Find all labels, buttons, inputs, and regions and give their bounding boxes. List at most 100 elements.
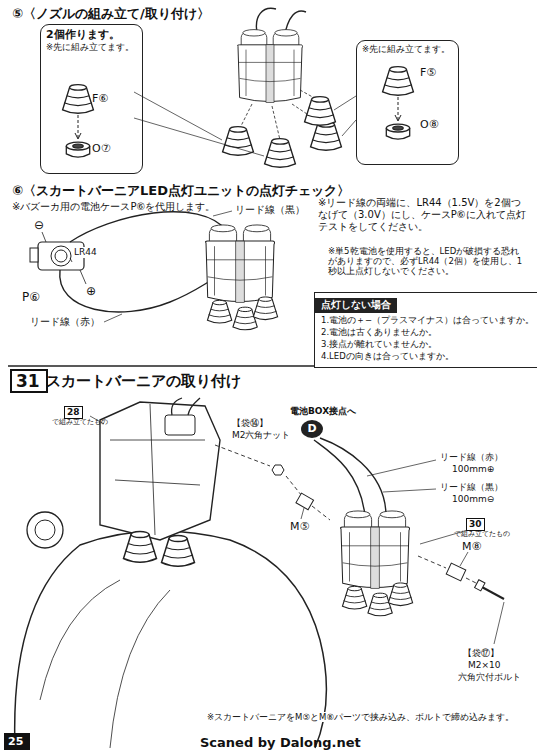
drawing-stroke	[386, 124, 409, 139]
drawing-stroke	[301, 508, 304, 519]
battery-label: LR44	[72, 247, 99, 258]
drawing-stroke	[311, 122, 342, 151]
drawing-stroke	[480, 586, 504, 599]
part-name: M2六角ナット	[232, 430, 291, 441]
wire-label: リード線（赤）	[440, 452, 503, 463]
drawing-stroke	[367, 460, 436, 492]
part-number: F⑤	[420, 66, 436, 79]
drawing-stroke	[35, 520, 55, 540]
drawing-stroke	[30, 248, 38, 262]
warning-text: ※単5乾電池を使用すると、LEDが破損する恐れがありますので、必ずLR44（2個…	[328, 246, 523, 277]
drawing-stroke	[100, 402, 220, 540]
drawing-stroke	[63, 85, 94, 114]
node-heading: 点灯しない場合	[315, 298, 397, 313]
watermark: Scaned by Dalong.net	[200, 735, 361, 751]
node-heading: ※先に組み立てます。	[362, 44, 453, 55]
node-text: 2.電池は古くありませんか。	[315, 327, 537, 339]
node-text: 3.接点が離れていませんか。	[315, 339, 537, 351]
drawing-stroke	[205, 225, 277, 330]
polarity-symbol: ⊖	[34, 218, 44, 232]
drawing-stroke	[213, 211, 232, 216]
reference-box: 28で組み立てたもの	[52, 400, 110, 427]
drawing-stroke	[51, 246, 71, 266]
part-number: F⑥	[92, 92, 108, 105]
connection-circle: D	[301, 420, 323, 438]
node-heading: 28	[64, 406, 83, 419]
drawing-stroke	[162, 536, 195, 567]
drawing-stroke	[70, 258, 72, 262]
node-text: で組み立てたもの	[52, 419, 110, 427]
drawing-stroke	[340, 511, 412, 616]
drawing-stroke	[314, 438, 386, 516]
polarity-symbol: ⊕	[86, 284, 96, 298]
drawing-stroke	[60, 270, 210, 312]
drawing-stroke	[237, 30, 302, 103]
wire-length: 100mm⊖	[452, 494, 494, 505]
node-heading: D	[306, 420, 318, 438]
section-6-art	[30, 211, 278, 330]
drawing-stroke	[172, 398, 200, 415]
drawing-stroke	[124, 532, 157, 563]
drawing-stroke	[446, 563, 466, 581]
part-name: 六角穴付ボルト	[458, 672, 521, 683]
node-text: で組み立てたもの	[454, 531, 512, 539]
part-number: O⑧	[420, 118, 439, 131]
part-number: O⑦	[92, 142, 111, 155]
bag-label: 【袋⑰】	[463, 648, 499, 659]
page-number: 25	[4, 733, 30, 750]
troubleshoot-box: 点灯しない場合 1.電池の＋−（プラスマイナス）は合っていますか。2.電池は古くあ…	[314, 292, 537, 368]
drawing-stroke	[134, 92, 264, 156]
step-number: 31	[10, 369, 48, 393]
drawing-stroke	[165, 415, 195, 435]
part-name: M2×10	[468, 660, 500, 671]
note-text: ※スカートバーニアをM⑤とM⑧パーツで挟み込み、ボルトで締め込みます。	[205, 712, 516, 722]
drawing-stroke	[265, 139, 296, 168]
drawing-stroke	[104, 314, 122, 322]
drawing-stroke	[475, 580, 485, 591]
bag-label: 【袋⑭】	[232, 418, 268, 429]
part-number: M⑤	[290, 520, 309, 533]
assembly-box: 2個作ります。※先に組み立てます。	[40, 24, 143, 174]
drawing-stroke	[296, 493, 314, 510]
node-heading: 2個作ります。	[46, 28, 137, 42]
drawing-stroke	[334, 96, 356, 136]
drawing-stroke	[75, 133, 81, 139]
note-text: ※リード線の両端に、LR44（1.5V）を2個つなげて（3.0V）にし、ケースP…	[318, 197, 526, 233]
drawing-stroke	[78, 115, 79, 138]
wire-length: 100mm⊕	[452, 464, 494, 475]
node-heading: 30	[466, 518, 485, 531]
section-heading: ⑥〈スカートバーニアLED点灯ユニットの点灯チェック〉	[12, 183, 350, 199]
wire-destination: 電池BOX接点へ	[290, 406, 356, 417]
drawing-stroke	[272, 465, 284, 475]
drawing-stroke	[70, 212, 228, 242]
reference-box: 30で組み立てたもの	[454, 512, 512, 539]
drawing-stroke	[223, 127, 254, 156]
assembly-box: ※先に組み立てます。	[356, 40, 459, 165]
node-heading: 31	[16, 371, 42, 391]
section-31-art	[8, 366, 530, 748]
drawing-stroke	[27, 512, 63, 548]
drawing-stroke	[494, 602, 504, 644]
node-text: 1.電池の＋−（プラスマイナス）は合っていますか。	[315, 315, 537, 327]
wire-label: リード線（黒）	[235, 204, 305, 216]
drawing-stroke	[460, 552, 468, 566]
node-heading: 25	[8, 735, 26, 748]
drawing-stroke	[66, 142, 89, 157]
section-heading: ⑤〈ノズルの組み立て/取り付け〉	[12, 6, 210, 22]
drawing-stroke	[110, 404, 205, 535]
wire-label: リード線（赤）	[30, 316, 100, 328]
part-number: P⑥	[22, 290, 40, 304]
note-text: ※バズーカ用の電池ケースP⑥を代用します。	[12, 201, 215, 213]
drawing-stroke	[40, 580, 170, 748]
drawing-stroke	[395, 115, 401, 121]
node-text: 4.LEDの向きは合っていますか。	[315, 351, 537, 363]
node-text: ※先に組み立てます。	[46, 42, 137, 53]
wire-label: リード線（黒）	[440, 482, 503, 493]
drawing-stroke	[398, 97, 399, 120]
part-number: M⑧	[462, 540, 481, 553]
drawing-stroke	[305, 97, 336, 126]
step-title: スカートバーニアの取り付け	[46, 372, 241, 390]
drawing-stroke	[55, 250, 67, 262]
drawing-stroke	[383, 67, 414, 96]
